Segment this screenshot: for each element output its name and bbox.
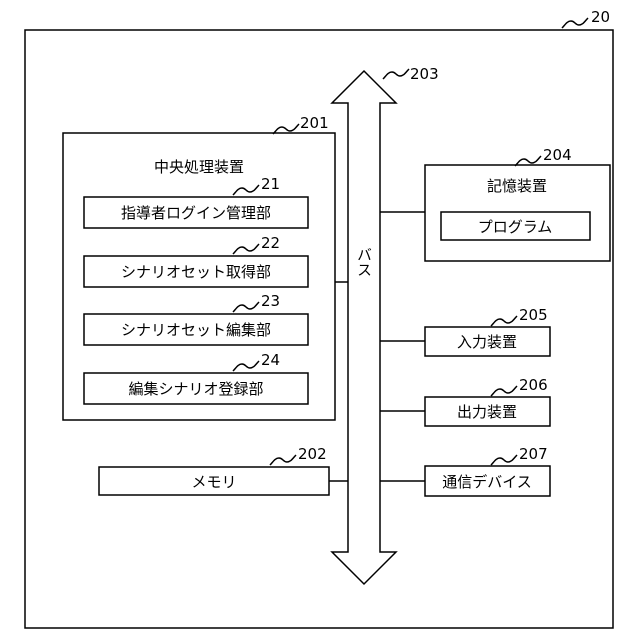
ref-24: 24 <box>261 351 280 369</box>
leader-205 <box>491 316 517 326</box>
unit-label-23: シナリオセット編集部 <box>121 321 271 339</box>
leader-20 <box>562 18 588 28</box>
input-device-label: 入力装置 <box>457 333 517 351</box>
ref-204: 204 <box>543 146 572 164</box>
leader-206 <box>491 386 517 396</box>
leader-21 <box>233 185 259 195</box>
ref-20: 20 <box>591 8 610 26</box>
ref-205: 205 <box>519 306 548 324</box>
cpu-title: 中央処理装置 <box>154 158 244 176</box>
ref-206: 206 <box>519 376 548 394</box>
unit-label-21: 指導者ログイン管理部 <box>121 204 271 222</box>
bus-label: バス <box>355 247 373 277</box>
bus-arrow <box>332 71 396 584</box>
storage-title: 記憶装置 <box>487 177 547 195</box>
ref-203: 203 <box>410 65 439 83</box>
memory-label: メモリ <box>191 473 236 491</box>
ref-207: 207 <box>519 445 548 463</box>
ref-201: 201 <box>300 114 329 132</box>
ref-21: 21 <box>261 175 280 193</box>
unit-label-24: 編集シナリオ登録部 <box>128 380 263 398</box>
program-label: プログラム <box>478 218 553 236</box>
unit-label-22: シナリオセット取得部 <box>121 263 271 281</box>
output-device-label: 出力装置 <box>457 403 517 421</box>
comm-device-label: 通信デバイス <box>442 473 532 491</box>
leader-22 <box>233 244 259 254</box>
ref-202: 202 <box>298 445 327 463</box>
ref-22: 22 <box>261 234 280 252</box>
leader-202 <box>270 455 296 465</box>
leader-203 <box>383 69 409 79</box>
leader-23 <box>233 302 259 312</box>
leader-207 <box>491 455 517 465</box>
ref-23: 23 <box>261 292 280 310</box>
leader-24 <box>233 361 259 371</box>
